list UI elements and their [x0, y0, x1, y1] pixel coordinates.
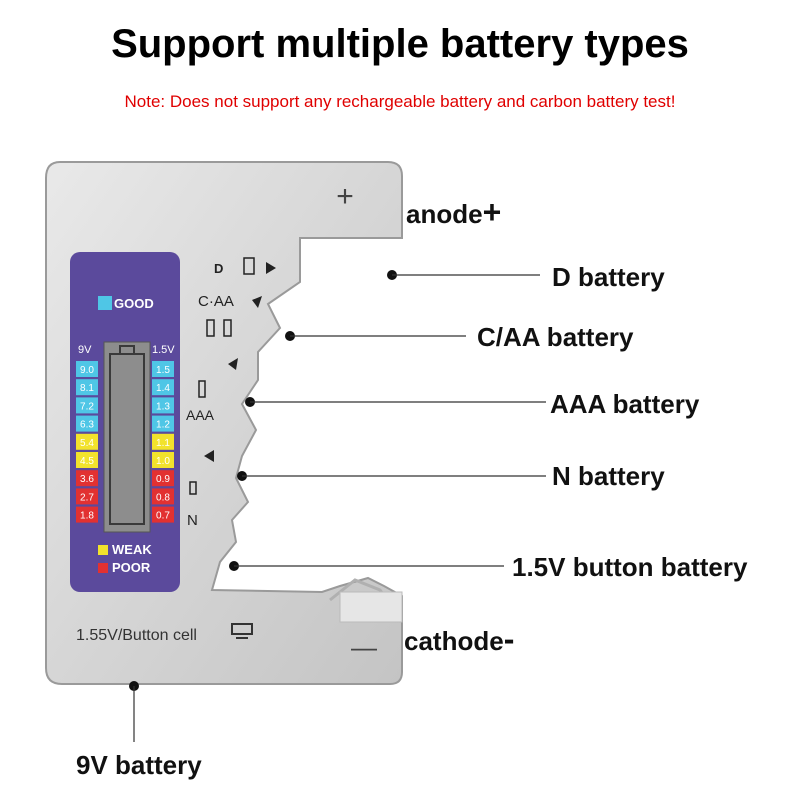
page-title: Support multiple battery types — [111, 22, 689, 66]
scale-cell-left — [76, 506, 98, 523]
weak-swatch — [98, 545, 108, 555]
button-battery-label: 1.5V button battery — [512, 552, 748, 582]
n-battery-label: N battery — [552, 461, 665, 491]
scale-cell-right — [152, 506, 174, 523]
n-battery-icon — [189, 481, 197, 495]
scale-cell-left — [76, 361, 98, 377]
d-battery-label: D battery — [552, 262, 665, 292]
cathode-label: cathode- — [404, 621, 514, 658]
scale-cell-left — [76, 415, 98, 432]
meter-header-9v: 9V — [78, 344, 92, 356]
scale-value-right: 1.2 — [156, 420, 170, 431]
scale-value-left: 1.8 — [80, 511, 94, 522]
d-battery-icon — [243, 257, 255, 275]
cathode-text: cathode — [404, 626, 504, 656]
scale-value-left: 6.3 — [80, 420, 94, 431]
scale-cell-right — [152, 470, 174, 487]
scale-cell-right — [152, 397, 174, 414]
scale-cell-left — [76, 379, 98, 396]
meter-lcd — [103, 341, 151, 533]
scale-value-left: 4.5 — [80, 456, 94, 467]
meter-scale-1-5v: 1.5 1.4 1.3 1.2 1.1 1.0 0.9 0.8 0.7 — [152, 361, 174, 523]
scale-value-left: 5.4 — [80, 438, 94, 449]
c-battery-icon — [206, 319, 215, 337]
scale-cell-left — [76, 470, 98, 487]
battery-terminal-icon — [119, 345, 135, 355]
scale-value-right: 1.0 — [156, 456, 170, 467]
icon-label-c-aa: C·AA — [198, 293, 234, 310]
icon-label-d: D — [214, 261, 223, 276]
d-arrow-icon — [266, 262, 276, 274]
scale-value-left: 8.1 — [80, 383, 94, 394]
scale-cell-right — [152, 488, 174, 505]
anode-text: anode — [406, 199, 483, 229]
scale-value-right: 0.8 — [156, 492, 170, 503]
scale-value-right: 0.7 — [156, 511, 170, 522]
scale-value-left: 2.7 — [80, 492, 94, 503]
minus-sign: — — [351, 632, 377, 662]
nine-v-battery-label: 9V battery — [76, 750, 202, 780]
scale-value-right: 1.3 — [156, 401, 170, 412]
scale-value-right: 1.1 — [156, 438, 170, 449]
button-cell-label: 1.55V/Button cell — [76, 627, 197, 644]
c-aa-arrow-icon — [252, 296, 262, 308]
poor-swatch — [98, 563, 108, 573]
plus-sign: + — [336, 180, 354, 213]
scale-value-left: 3.6 — [80, 474, 94, 485]
scale-cell-right — [152, 452, 174, 468]
icon-label-aaa: AAA — [186, 407, 215, 423]
scale-value-left: 7.2 — [80, 401, 94, 412]
scale-cell-right — [152, 379, 174, 396]
legend-weak: WEAK — [112, 542, 152, 557]
scale-value-right: 1.5 — [156, 365, 170, 376]
scale-cell-right — [152, 361, 174, 377]
scale-cell-left — [76, 397, 98, 414]
aaa-battery-label: AAA battery — [550, 389, 700, 419]
c-aa-battery-label: C/AA battery — [477, 322, 634, 352]
anode-label: anode+ — [406, 194, 501, 231]
n-arrow-icon — [204, 450, 214, 462]
scale-cell-right — [152, 415, 174, 432]
aaa-arrow-icon — [228, 358, 238, 370]
scale-cell-right — [152, 433, 174, 450]
cathode-symbol: - — [503, 621, 515, 657]
meter-header-1-5v: 1.5V — [152, 344, 175, 356]
legend-poor: POOR — [112, 560, 151, 575]
clip-tab — [339, 591, 403, 623]
meter-scale-9v: 9.0 8.1 7.2 6.3 5.4 4.5 3.6 2.7 1.8 — [76, 361, 98, 523]
aa-battery-icon — [223, 319, 232, 337]
scale-value-right: 1.4 — [156, 383, 170, 394]
scale-cell-left — [76, 488, 98, 505]
icon-label-n: N — [187, 512, 198, 529]
legend-good: GOOD — [114, 296, 154, 311]
scale-value-right: 0.9 — [156, 474, 170, 485]
anode-symbol: + — [482, 194, 502, 230]
button-cell-icon — [231, 623, 253, 635]
scale-value-left: 9.0 — [80, 365, 94, 376]
scale-cell-left — [76, 452, 98, 468]
good-swatch — [98, 296, 112, 310]
scale-cell-left — [76, 433, 98, 450]
aaa-battery-icon — [198, 380, 206, 398]
note-warning: Note: Does not support any rechargeable … — [124, 92, 676, 111]
